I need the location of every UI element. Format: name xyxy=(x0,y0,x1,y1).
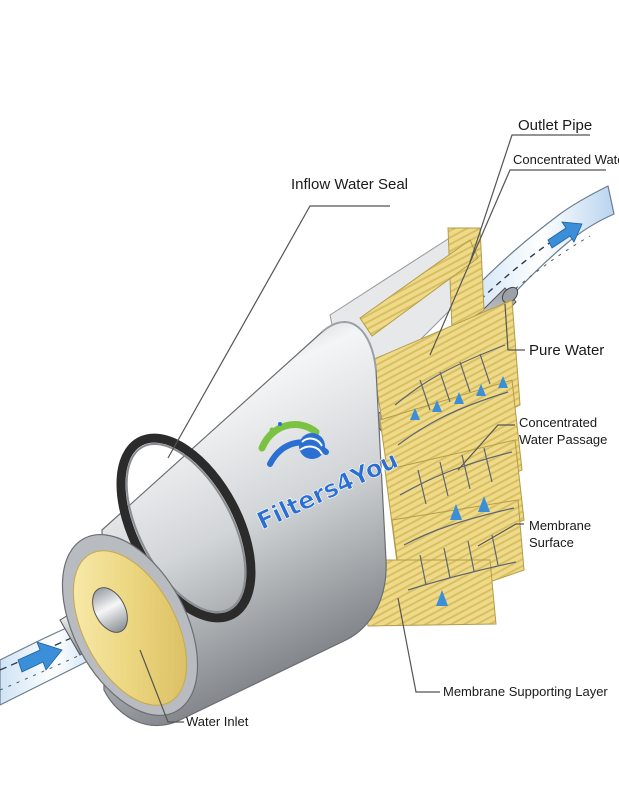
label-membrane-supporting-layer: Membrane Supporting Layer xyxy=(443,684,608,699)
label-concentrated-water: Concentrated Water xyxy=(513,152,619,167)
label-concentrated-water-passage-line2: Water Passage xyxy=(519,432,608,447)
outlet-water-stream xyxy=(467,185,615,319)
label-membrane-surface-line2: Surface xyxy=(529,535,574,550)
label-concentrated-water-passage-line1: Concentrated xyxy=(519,415,598,430)
end-cap xyxy=(61,533,199,717)
water-flow-arrow-icon xyxy=(547,221,583,249)
label-pure-water: Pure Water xyxy=(529,342,605,359)
concentrated-water-passages xyxy=(394,344,517,591)
filters4you-logo-icon xyxy=(258,421,329,467)
label-outlet-pipe: Outlet Pipe xyxy=(518,117,593,134)
label-membrane-surface-line1: Membrane xyxy=(529,518,592,533)
water-flow-arrow-icon xyxy=(17,641,63,673)
label-water-inlet: Water Inlet xyxy=(186,714,249,729)
leader-lines xyxy=(139,134,606,723)
label-inflow-water-seal: Inflow Water Seal xyxy=(291,176,408,193)
permeate-arrows xyxy=(410,376,508,606)
